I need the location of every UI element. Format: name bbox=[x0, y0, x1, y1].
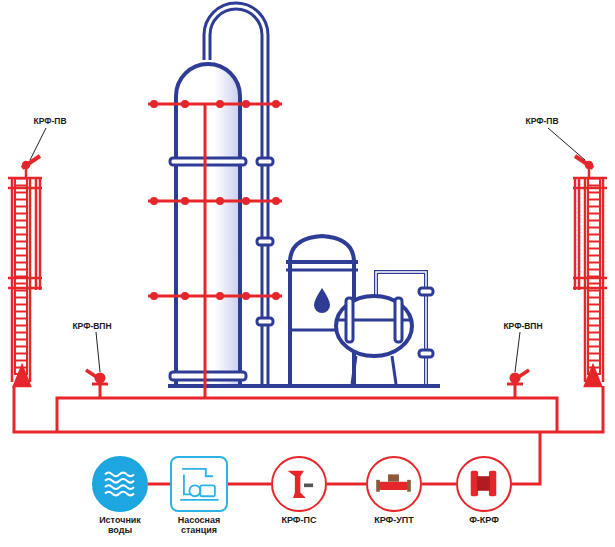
process-column bbox=[168, 6, 440, 386]
wave-stroke bbox=[105, 473, 134, 477]
pipe-connector bbox=[228, 483, 271, 486]
hydrant-monitor bbox=[86, 370, 529, 384]
monitor-tower-left bbox=[8, 156, 42, 386]
node-icon bbox=[172, 458, 225, 509]
node-label: Источник воды bbox=[92, 516, 148, 536]
callout-label: КРФ-ВПН bbox=[502, 321, 543, 331]
node-icon bbox=[94, 458, 145, 509]
process-vessels bbox=[286, 236, 433, 384]
node-label: Ф-КРФ bbox=[449, 516, 519, 526]
monitor-tower-right bbox=[573, 156, 607, 386]
node-icon bbox=[273, 458, 324, 509]
callout-label: КРФ-ПВ bbox=[524, 116, 559, 126]
node-label: Насосная станция bbox=[169, 516, 229, 536]
pump-icon bbox=[180, 469, 218, 500]
valve-icon bbox=[376, 474, 411, 491]
node-outline bbox=[271, 456, 327, 512]
node-outline bbox=[170, 456, 228, 512]
node-outline bbox=[456, 456, 512, 512]
wave-stroke bbox=[105, 485, 134, 489]
node-label: КРФ-УПТ bbox=[359, 516, 429, 526]
valve-icon bbox=[471, 471, 497, 497]
device-circle: Ф-КРФ bbox=[447, 456, 521, 526]
node-icon bbox=[368, 458, 419, 509]
device-circle: КРФ-ПС bbox=[262, 456, 336, 526]
node-outline bbox=[92, 456, 148, 512]
node-outline bbox=[366, 456, 422, 512]
pump-station-box: Насосная станция bbox=[167, 456, 231, 536]
callout-label: КРФ-ВПН bbox=[71, 321, 112, 331]
fire-water-pipes bbox=[14, 104, 603, 484]
wave-stroke bbox=[105, 479, 134, 483]
pipe-connector bbox=[422, 483, 456, 486]
water-source-circle: Источник воды bbox=[90, 456, 150, 536]
pipe-connector bbox=[148, 483, 170, 486]
device-circle: КРФ-УПТ bbox=[357, 456, 431, 526]
callout-label: КРФ-ПВ bbox=[32, 116, 67, 126]
node-icon bbox=[458, 458, 509, 509]
sprinkler-nozzles bbox=[150, 100, 280, 300]
wave-stroke bbox=[105, 492, 134, 496]
node-label: КРФ-ПС bbox=[264, 516, 334, 526]
pipe-connector bbox=[327, 483, 366, 486]
valve-icon bbox=[288, 471, 314, 498]
leader-line bbox=[30, 128, 585, 372]
